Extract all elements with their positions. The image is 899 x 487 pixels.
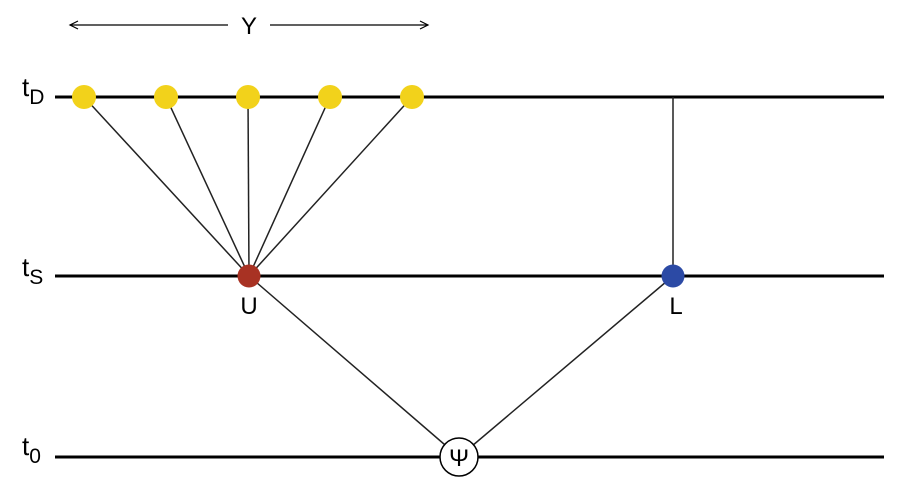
edge-u-outcome-3 (247, 96, 250, 277)
edge-u-outcome-5 (248, 96, 413, 277)
outcome-node-4 (318, 85, 342, 109)
outcome-node-2 (154, 85, 178, 109)
node-l-label: L (669, 293, 682, 320)
edge-u-outcome-1 (83, 96, 250, 277)
edge-u-outcome-4 (248, 96, 331, 277)
node-l (661, 264, 685, 288)
time-label-t0: t0 (22, 431, 41, 468)
outcome-node-3 (236, 85, 260, 109)
node-u-label: U (240, 293, 257, 320)
edge-u-outcome-2 (165, 96, 250, 277)
outcome-node-5 (400, 85, 424, 109)
node-psi-label: Ψ (449, 445, 469, 472)
edge-psi-l (458, 275, 674, 458)
y-arrow-right-head (419, 20, 430, 30)
time-label-tD: tD (22, 72, 44, 109)
node-psi (439, 437, 479, 477)
outcome-node-1 (72, 85, 96, 109)
node-u (237, 264, 261, 288)
y-range-arrow: Y (68, 13, 430, 40)
y-range-label: Y (241, 13, 257, 40)
edge-psi-u (248, 275, 460, 458)
y-arrow-left-head (68, 20, 79, 30)
time-label-tS: tS (22, 252, 43, 289)
